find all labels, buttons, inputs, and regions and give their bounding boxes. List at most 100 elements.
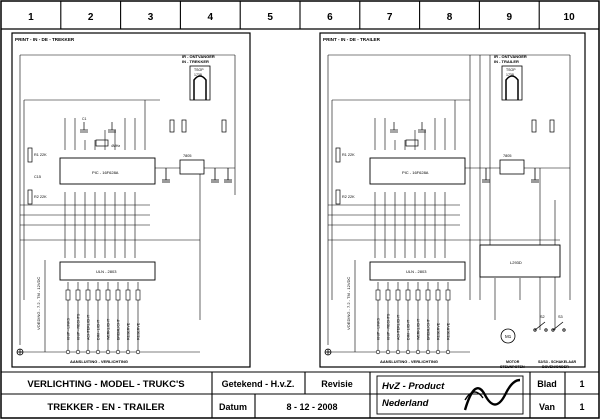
left-r1-label: R1 22K bbox=[34, 153, 47, 157]
left-crystal-label: 4MHz bbox=[111, 144, 120, 148]
grid-column-label: 1 bbox=[28, 12, 34, 23]
output-label: RESERVE bbox=[137, 322, 141, 340]
grid-column-label: 8 bbox=[447, 12, 453, 23]
left-panel-frame bbox=[11, 32, 251, 368]
output-label: DIM - LICHT bbox=[97, 319, 101, 340]
date-label: Datum bbox=[219, 402, 247, 412]
right-crystal-cluster bbox=[390, 122, 426, 147]
grid-column-label: 4 bbox=[208, 12, 214, 23]
svg-text:HvZ - Product: HvZ - Product bbox=[382, 381, 445, 392]
revision-label: Revisie bbox=[321, 379, 353, 389]
sheet-label: Blad bbox=[537, 379, 557, 389]
left-cap-c1-label: C1 bbox=[82, 117, 87, 121]
right-l293d-chip: L293D bbox=[479, 244, 561, 278]
left-uln-chip: ULN - 2803 bbox=[59, 261, 156, 281]
left-r2-label: R2 22K bbox=[34, 195, 47, 199]
of-label: Van bbox=[539, 402, 555, 412]
grid-column-label: 7 bbox=[387, 12, 393, 23]
right-regulator bbox=[482, 159, 539, 183]
output-terminal bbox=[65, 349, 71, 355]
svg-text:1738: 1738 bbox=[194, 73, 202, 77]
output-label: RESERVE bbox=[447, 322, 451, 340]
left-crystal-cluster bbox=[80, 122, 116, 147]
svg-text:PIC - 16F628A: PIC - 16F628A bbox=[402, 170, 429, 175]
output-terminal bbox=[415, 349, 421, 355]
title-line-1: VERLICHTING - MODEL - TRUKC'S bbox=[27, 379, 184, 390]
switch-label-1: S2/S3 - SCHAKELAAR bbox=[538, 360, 577, 364]
svg-text:Nederland: Nederland bbox=[382, 398, 429, 409]
output-resistor bbox=[445, 289, 451, 301]
svg-text:IN - TRAILER: IN - TRAILER bbox=[494, 59, 519, 64]
right-resistors bbox=[335, 119, 555, 205]
output-label: KNIP - RECHTS bbox=[77, 313, 81, 340]
right-r1-label: R1 22K bbox=[342, 153, 355, 157]
svg-text:PIC - 16F628A: PIC - 16F628A bbox=[92, 170, 119, 175]
left-panel-title: PRINT - IN - DE - TREKKER bbox=[15, 37, 75, 42]
output-resistor bbox=[135, 289, 141, 301]
output-terminal bbox=[125, 349, 131, 355]
svg-text:ULN - 2803: ULN - 2803 bbox=[406, 269, 427, 274]
limit-switches bbox=[533, 321, 566, 332]
motor-m1 bbox=[500, 328, 516, 344]
grid-column-label: 5 bbox=[267, 12, 273, 23]
output-terminal bbox=[405, 349, 411, 355]
left-regulator-label: 7805 bbox=[183, 154, 191, 158]
of-value: 1 bbox=[579, 402, 584, 412]
output-resistor bbox=[375, 289, 381, 301]
output-label: KNIP - LINKS bbox=[377, 317, 381, 340]
output-resistor bbox=[125, 289, 131, 301]
switch-s3-label: S3 bbox=[558, 315, 563, 319]
output-label: RESERVE bbox=[127, 322, 131, 340]
output-label: WERKLICHT bbox=[417, 318, 421, 340]
motor-label: MOTOR bbox=[506, 360, 520, 364]
output-resistor bbox=[405, 289, 411, 301]
output-resistor bbox=[95, 289, 101, 301]
output-label: RESERVE bbox=[437, 322, 441, 340]
left-connector-label: AANSLUITING - VERLICHTING bbox=[70, 359, 128, 364]
output-label: ACHTERLICHT bbox=[397, 314, 401, 340]
left-supply-label: VOEDING - 7.2 - TM - 12VDC bbox=[36, 277, 41, 330]
output-label: BREMLICHT bbox=[117, 318, 121, 340]
output-resistor bbox=[395, 289, 401, 301]
left-resistors bbox=[27, 119, 227, 205]
right-r2-label: R2 22K bbox=[342, 195, 355, 199]
grid-column-label: 2 bbox=[88, 12, 94, 23]
output-terminal bbox=[435, 349, 441, 355]
right-output-labels: KNIP - LINKS KNIP - RECHTS ACHTERLICHT DIM … bbox=[377, 313, 451, 340]
svg-text:1738: 1738 bbox=[506, 73, 514, 77]
output-label: WERKLICHT bbox=[107, 318, 111, 340]
svg-text:IN - TREKKER: IN - TREKKER bbox=[182, 59, 209, 64]
svg-text:L293D: L293D bbox=[510, 260, 522, 265]
right-supply-label: VOEDING - 7.2 - TM - 12VDC bbox=[346, 277, 351, 330]
right-connector-label: AANSLUITING - VERLICHTING bbox=[380, 359, 438, 364]
right-panel-title: PRINT - IN - DE - TRAILER bbox=[323, 37, 381, 42]
svg-text:IR - ONTVANGER: IR - ONTVANGER bbox=[182, 54, 215, 59]
output-label: DIM - LICHT bbox=[407, 319, 411, 340]
output-resistor bbox=[425, 289, 431, 301]
svg-text:IR - ONTVANGER: IR - ONTVANGER bbox=[494, 54, 527, 59]
output-terminal bbox=[95, 349, 101, 355]
left-c15-label: C15 bbox=[34, 175, 41, 179]
output-terminal bbox=[395, 349, 401, 355]
output-label: BREMLICHT bbox=[427, 318, 431, 340]
switch-s2-label: S2 bbox=[540, 315, 545, 319]
switch-label-2: BOVEN/ONDER bbox=[542, 365, 569, 369]
left-pic-chip: PIC - 16F628A bbox=[59, 157, 156, 185]
right-regulator-label: 7805 bbox=[503, 154, 511, 158]
svg-text:ULN - 2803: ULN - 2803 bbox=[96, 269, 117, 274]
output-terminal bbox=[375, 349, 381, 355]
output-label: KNIP - RECHTS bbox=[387, 313, 391, 340]
output-resistor bbox=[65, 289, 71, 301]
output-terminal bbox=[85, 349, 91, 355]
output-resistor bbox=[105, 289, 111, 301]
title-block-frame bbox=[1, 371, 599, 418]
grid-column-label: 6 bbox=[327, 12, 333, 23]
output-resistor bbox=[85, 289, 91, 301]
output-terminal bbox=[385, 349, 391, 355]
right-connectors bbox=[375, 289, 451, 355]
output-resistor bbox=[435, 289, 441, 301]
drawn-by: Getekend - H.v.Z. bbox=[222, 379, 295, 389]
